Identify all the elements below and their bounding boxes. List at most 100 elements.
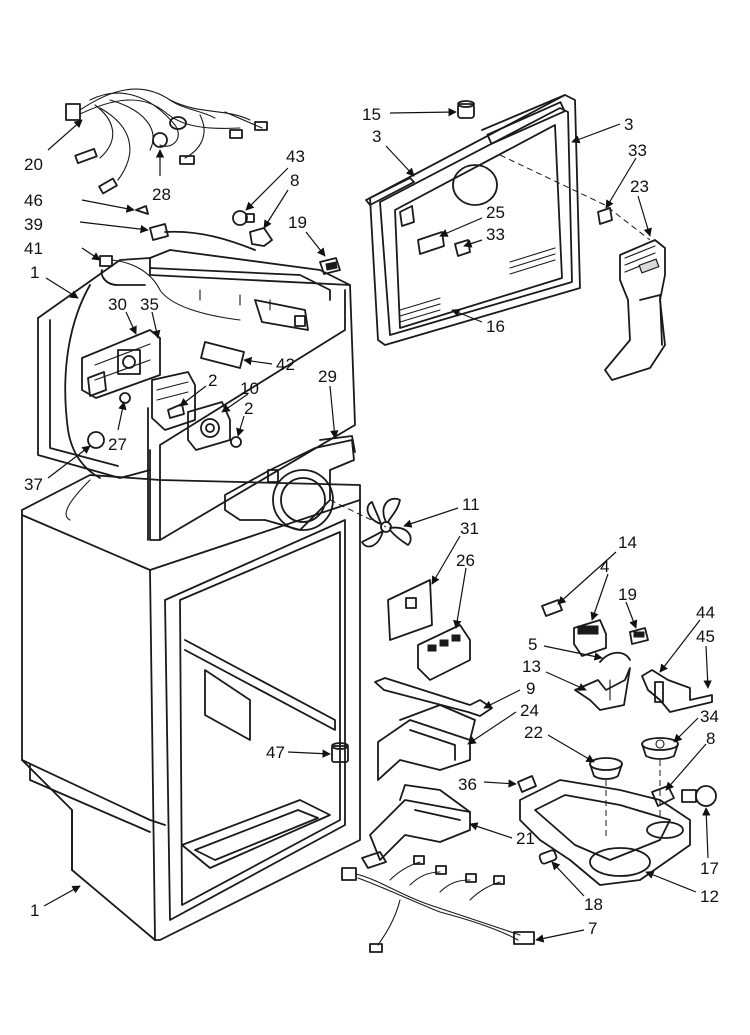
- defrost-part-23: [597, 207, 666, 381]
- part-47: [331, 742, 349, 763]
- callout-12: 12: [700, 887, 719, 906]
- leader-24: [467, 711, 517, 745]
- callout-13: 13: [522, 657, 541, 676]
- callout-9: 9: [526, 679, 535, 698]
- callout-47: 47: [266, 743, 285, 762]
- evaporator-cover: [369, 94, 651, 346]
- callout-43: 43: [286, 147, 305, 166]
- leader-45: [703, 645, 712, 689]
- leader-lines: [43, 107, 712, 943]
- leader-14: [557, 551, 617, 605]
- control-26: [417, 624, 471, 681]
- callout-45: 45: [696, 627, 715, 646]
- callout-30: 30: [108, 295, 127, 314]
- callout-18: 18: [584, 895, 603, 914]
- callout-34: 34: [700, 707, 719, 726]
- leader-27: [117, 401, 127, 431]
- callout-7: 7: [588, 919, 597, 938]
- part-36: [517, 775, 537, 793]
- callout-44: 44: [696, 603, 715, 622]
- leader-21: [469, 822, 513, 839]
- leader-25: [439, 217, 483, 237]
- leader-12: [645, 870, 697, 893]
- upper-compartment: [37, 249, 356, 541]
- leader-18: [551, 861, 585, 897]
- part-4: [573, 619, 607, 657]
- leader-7: [535, 929, 585, 943]
- main-cabinet: [21, 474, 361, 941]
- part-18: [538, 849, 558, 865]
- callout-35: 35: [140, 295, 159, 314]
- part-19-lower: [629, 627, 649, 645]
- leader-33-top: [605, 157, 637, 209]
- plate-42: [200, 341, 245, 369]
- callout-36: 36: [458, 775, 477, 794]
- callout-41: 41: [24, 239, 43, 258]
- callout-24: 24: [520, 701, 539, 720]
- callout-28: 28: [152, 185, 171, 204]
- callout-1-bottom: 1: [30, 901, 39, 920]
- leader-19-top: [305, 231, 326, 257]
- leader-36: [483, 779, 517, 788]
- leader-2-a: [179, 385, 207, 407]
- leader-20: [47, 119, 83, 151]
- callout-33-top: 33: [628, 141, 647, 160]
- callout-2-b: 2: [244, 399, 253, 418]
- leader-13: [545, 671, 587, 691]
- leader-30: [125, 311, 137, 335]
- leader-8-top: [263, 189, 289, 229]
- callout-4: 4: [600, 557, 609, 576]
- fan-blade-11: [329, 497, 412, 548]
- leader-15: [389, 107, 457, 117]
- leader-26: [453, 567, 467, 629]
- callout-numbers: 20 28 43 8 46 39 19 41 1 30 35 42 2 10 2…: [24, 105, 719, 938]
- leader-29: [329, 385, 339, 439]
- leader-3-right: [571, 123, 621, 144]
- leader-1-bottom: [43, 885, 81, 907]
- callout-37: 37: [24, 475, 43, 494]
- damper-10: [167, 401, 242, 451]
- leader-4: [590, 573, 609, 621]
- leader-1-top: [45, 277, 79, 299]
- housing-12: [519, 760, 691, 886]
- clip-14: [541, 599, 563, 617]
- motor-13: [574, 667, 631, 711]
- callout-20: 20: [24, 155, 43, 174]
- gasket-strip-3: [365, 177, 415, 206]
- fan-shroud-29: [224, 435, 356, 531]
- callout-14: 14: [618, 533, 637, 552]
- leader-8-lower: [665, 743, 707, 791]
- callout-23: 23: [630, 177, 649, 196]
- leader-39: [79, 221, 149, 234]
- callout-26: 26: [456, 551, 475, 570]
- cup-22: [589, 757, 623, 780]
- callout-10: 10: [240, 379, 259, 398]
- leader-37: [47, 445, 91, 479]
- callout-27: 27: [108, 435, 127, 454]
- leader-16: [451, 308, 483, 323]
- callout-19-top: 19: [288, 213, 307, 232]
- leader-31: [431, 535, 461, 585]
- leader-44: [659, 619, 701, 673]
- callout-3-right: 3: [624, 115, 633, 134]
- leader-46: [81, 199, 135, 213]
- callout-31: 31: [460, 519, 479, 538]
- callout-46: 46: [24, 191, 43, 210]
- callout-39: 39: [24, 215, 43, 234]
- wire-harness-7: [341, 851, 535, 953]
- leader-11: [403, 507, 459, 528]
- callout-19-lower: 19: [618, 585, 637, 604]
- control-bracket: [81, 329, 161, 449]
- callout-1-top: 1: [30, 263, 39, 282]
- callout-22: 22: [524, 723, 543, 742]
- cover-31: [387, 579, 433, 641]
- leader-5: [543, 645, 603, 661]
- leader-19-lower: [625, 601, 638, 629]
- leader-43: [245, 167, 289, 211]
- callout-2-a: 2: [208, 371, 217, 390]
- part-19-top: [319, 257, 341, 275]
- light-bulb-43: [232, 210, 273, 247]
- callout-33-mid: 33: [486, 225, 505, 244]
- duct-21: [369, 784, 471, 861]
- wire-harness-20: [65, 88, 268, 195]
